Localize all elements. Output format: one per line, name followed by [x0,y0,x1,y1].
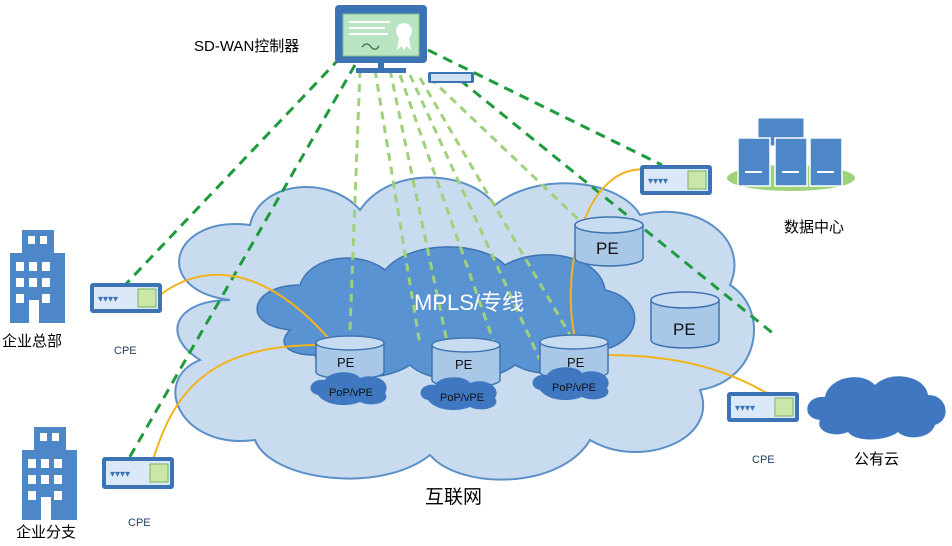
datacenter-label: 数据中心 [784,219,845,236]
pop-cloud-1 [310,372,387,406]
pop-label: PoP/vPE [440,392,484,404]
branch-label: 企业分支 [16,524,77,541]
router-icon [428,72,474,83]
pe-label: PE [673,320,696,339]
cloud-icon [807,376,946,440]
pe-node-2 [431,337,501,388]
pe-node-4 [574,216,644,267]
pe-label: PE [337,355,355,370]
controller-label: SD-WAN控制器 [194,38,300,55]
cpe-device-hq: ▾▾▾▾ [90,283,162,313]
pop-label: PoP/vPE [552,382,596,394]
server-cluster-icon [727,117,855,191]
cpe-device-datacenter: ▾▾▾▾ [640,165,712,195]
certificate-icon [349,21,412,51]
pop-label: PoP/vPE [329,387,373,399]
building-icon [22,427,77,520]
sdwan-controller [335,5,427,73]
controller-links-light [348,69,602,381]
controller-links-dark [123,48,776,461]
cpe-device-branch: ▾▾▾▾ [102,457,174,489]
pop-cloud-2 [420,377,497,411]
public-cloud-label: 公有云 [854,451,900,468]
mpls-label: MPLS/专线 [414,290,525,315]
hq-cpe-label: CPE [114,345,137,357]
pop-cloud-3 [532,367,609,401]
building-icon [10,230,65,323]
svg-text:▾▾▾▾: ▾▾▾▾ [98,294,118,305]
cpe-device-cloud: ▾▾▾▾ [727,392,799,422]
pe-node-5 [650,291,720,349]
cloud-cpe-label: CPE [752,454,775,466]
svg-text:▾▾▾▾: ▾▾▾▾ [648,176,668,187]
pe-label: PE [596,239,619,258]
svg-text:▾▾▾▾: ▾▾▾▾ [735,403,755,414]
svg-text:▾▾▾▾: ▾▾▾▾ [110,469,130,480]
pe-label: PE [567,355,585,370]
internet-label: 互联网 [425,487,483,508]
branch-cpe-label: CPE [128,517,151,529]
hq-label: 企业总部 [2,333,63,350]
pe-label: PE [455,357,473,372]
